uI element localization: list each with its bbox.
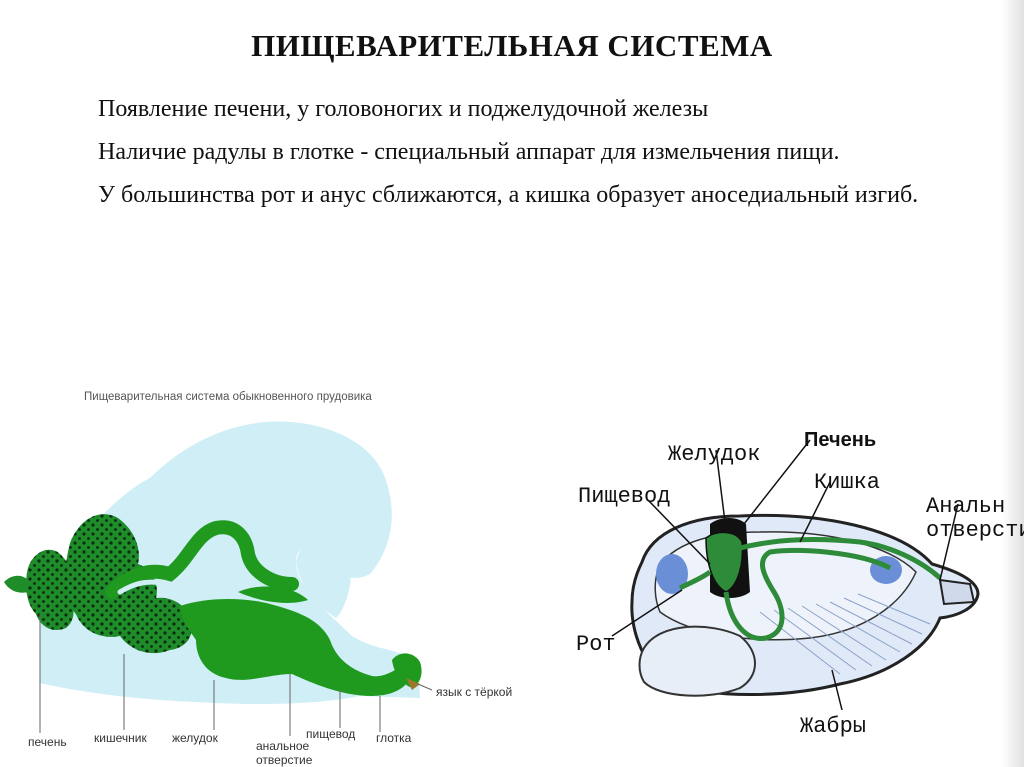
intestine [739,537,942,580]
radula [406,678,420,690]
bivalve-leader-lines [611,439,959,711]
anal-siphon [938,578,976,606]
liver-lobe-small-dots [26,549,74,631]
label-anus: анальное [256,739,310,753]
slide-title: ПИЩЕВАРИТЕЛЬНАЯ СИСТЕМА [251,28,773,63]
stomach [180,599,412,696]
snail-figure-title: Пищеварительная система обыкновенного пр… [84,391,372,403]
muscle-front [656,554,688,594]
label-stomach: Желудок [668,442,760,467]
label-pharynx: глотка [376,731,412,745]
stomach [705,531,744,593]
pharynx [392,653,422,688]
label-anus: Анальн [926,494,1005,519]
snail-diagram: Пищеварительная система обыкновенного пр… [4,391,512,767]
label-esophagus: Пищевод [578,484,670,509]
liver-tip [4,575,28,593]
slide-edge-shadow [1002,0,1024,767]
label-anus-2: отверстие [926,518,1024,543]
label-esophagus: пищевод [306,727,355,741]
intestine-loop [723,548,892,641]
intestine-inner [117,579,171,595]
esophagus [678,569,712,591]
snail-leader-lines [39,614,433,736]
paragraph-anus: У большинства рот и анус сближаются, а к… [98,182,919,208]
gill-lines [759,593,931,675]
label-liver: Печень [804,429,876,451]
label-mouth: Рот [576,632,616,657]
label-intestine: Кишка [814,470,880,495]
label-radula: язык с тёркой [436,685,512,699]
slide-body: Появление печени, у головоногих и поджел… [46,92,978,212]
label-stomach: желудок [172,731,219,745]
label-gills: Жабры [800,714,866,739]
snail-shell-lower [296,535,351,618]
label-liver: печень [28,735,67,749]
paragraph-liver: Появление печени, у головоногих и поджел… [98,96,709,122]
label-intestine: кишечник [94,731,147,745]
stomach-detail [238,586,308,603]
label-anus-2: отверстие [256,753,313,767]
paragraph-radula: Наличие радулы в глотке - специальный ап… [98,139,840,165]
bivalve-foot [638,625,756,697]
bivalve-diagram: Желудок Печень Пищевод Кишка Анальн отве… [576,429,1024,739]
intestine-tube [105,520,299,599]
